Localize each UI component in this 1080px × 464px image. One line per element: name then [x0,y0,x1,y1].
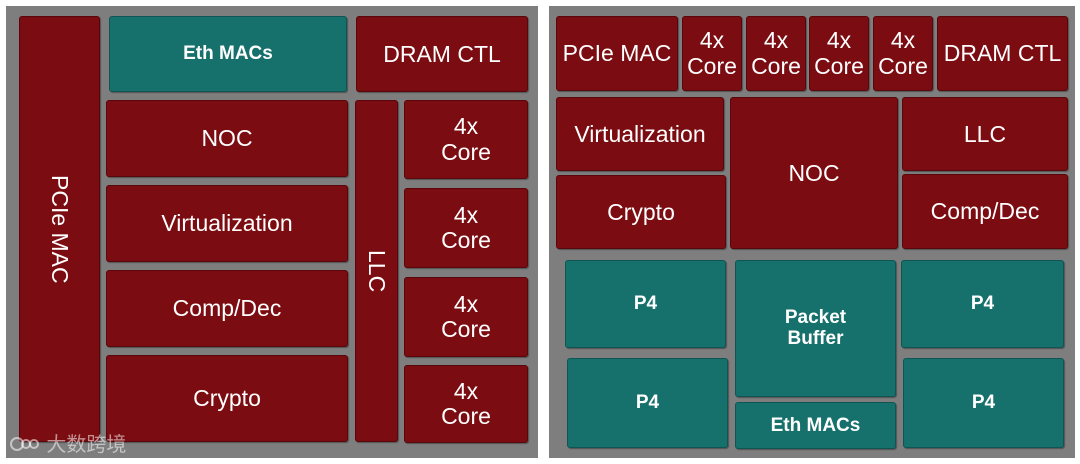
left-core-label-1: 4x Core [441,113,491,165]
right-comp-dec-label: Comp/Dec [930,198,1040,224]
left-eth-macs-label: Eth MACs [183,43,273,64]
left-core-block-2: 4x Core [404,188,528,268]
right-pcie-mac-block: PCIe MAC [556,16,678,91]
right-virtualization-block: Virtualization [556,97,724,171]
left-dram-ctl-block: DRAM CTL [356,16,528,92]
left-core-label-4: 4x Core [441,377,491,429]
right-noc-label: NOC [788,159,840,186]
left-virtualization-label: Virtualization [161,210,293,236]
right-floorplan-panel: PCIe MAC 4x Core 4x Core 4x Core 4x Core… [549,6,1075,458]
left-core-block-3: 4x Core [404,277,528,357]
right-packet-buffer-label: Packet Buffer [784,306,847,349]
right-llc-label: LLC [963,120,1007,147]
left-noc-label: NOC [201,125,253,151]
left-core-label-3: 4x Core [441,290,491,342]
left-core-label-2: 4x Core [441,201,491,253]
right-core-block-2: 4x Core [746,16,806,91]
watermark-logo-icon [10,437,39,451]
left-pcie-mac-block: PCIe MAC [19,16,100,442]
right-virtualization-label: Virtualization [574,120,706,147]
right-core-block-4: 4x Core [873,16,933,91]
right-core-label-4: 4x Core [878,27,928,79]
right-core-block-3: 4x Core [809,16,869,91]
right-p4-block-1: P4 [565,260,726,348]
left-pcie-mac-label: PCIe MAC [47,174,73,284]
right-p4-block-2: P4 [901,260,1064,348]
right-noc-block: NOC [730,97,898,249]
watermark: 大数跨境 [10,428,126,457]
left-crypto-block: Crypto [106,355,348,442]
left-noc-block: NOC [106,100,348,177]
left-llc-block: LLC [355,100,398,442]
right-comp-dec-block: Comp/Dec [902,174,1068,249]
right-crypto-label: Crypto [607,198,675,225]
right-pcie-mac-label: PCIe MAC [562,40,672,66]
right-core-label-2: 4x Core [751,27,801,79]
right-core-label-1: 4x Core [687,27,737,79]
right-eth-macs-label: Eth MACs [770,414,861,436]
right-packet-buffer-block: Packet Buffer [735,260,896,397]
right-p4-block-4: P4 [903,358,1064,448]
left-dram-ctl-label: DRAM CTL [383,40,501,67]
right-dram-ctl-label: DRAM CTL [943,40,1062,66]
right-eth-macs-block: Eth MACs [735,402,896,449]
right-crypto-block: Crypto [556,175,726,249]
left-crypto-label: Crypto [193,385,261,411]
left-comp-dec-block: Comp/Dec [106,270,348,347]
left-core-block-4: 4x Core [404,365,528,443]
right-p4-label-4: P4 [971,392,996,413]
right-core-label-3: 4x Core [814,27,864,79]
watermark-text: 大数跨境 [46,432,127,456]
left-virtualization-block: Virtualization [106,185,348,262]
left-floorplan-panel: PCIe MAC Eth MACs DRAM CTL NOC Virtualiz… [6,6,538,458]
left-core-block-1: 4x Core [404,100,528,179]
right-llc-block: LLC [902,97,1068,171]
right-dram-ctl-block: DRAM CTL [937,16,1068,91]
left-llc-label: LLC [364,249,390,293]
left-comp-dec-label: Comp/Dec [172,295,282,321]
right-p4-label-2: P4 [970,293,995,314]
right-core-block-1: 4x Core [682,16,742,91]
right-p4-label-1: P4 [633,293,658,314]
right-p4-block-3: P4 [567,358,728,448]
left-eth-macs-block: Eth MACs [109,16,347,92]
right-p4-label-3: P4 [635,392,660,413]
